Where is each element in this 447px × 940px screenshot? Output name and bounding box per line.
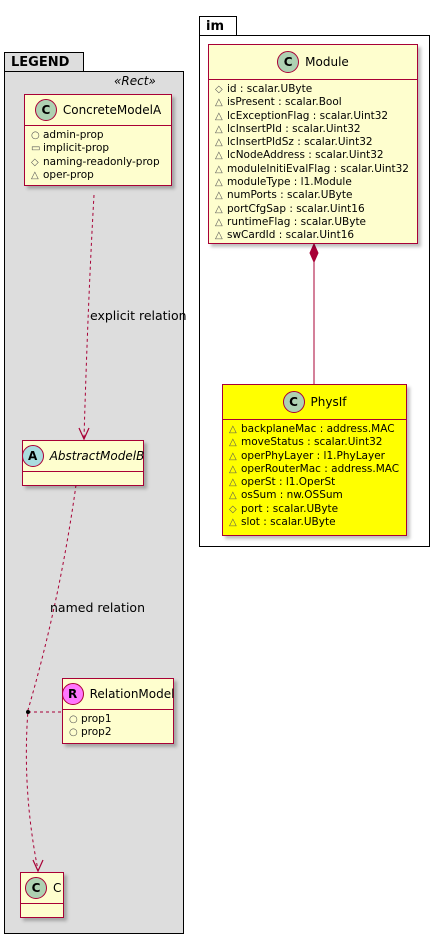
- protected-visibility-icon: ◇: [215, 84, 223, 95]
- legend-package: [4, 71, 184, 934]
- im-package-tab: im: [199, 16, 237, 36]
- class-header: C Module: [209, 45, 417, 80]
- attribute-row: △swCardId : scalar.Uint16: [215, 229, 355, 242]
- class-physif: C PhysIf △backplaneMac : address.MAC △mo…: [222, 384, 407, 536]
- class-c-badge-icon: C: [34, 99, 57, 121]
- attribute-row: ○admin-prop: [31, 129, 104, 141]
- private-visibility-icon: ▭: [31, 143, 41, 155]
- class-attributes: ◇id : scalar.UByte △isPresent : scalar.B…: [209, 80, 417, 246]
- class-abstract-model-b: A AbstractModelB: [21, 440, 145, 486]
- attribute-row: △runtimeFlag : scalar.UByte: [215, 215, 367, 228]
- class-relation-model: R RelationModel ○prop1 ○prop2: [61, 678, 175, 744]
- attribute-row: △isPresent : scalar.Bool: [215, 96, 342, 109]
- attribute-row: △slot : scalar.UByte: [229, 516, 336, 529]
- package-visibility-icon: △: [229, 477, 237, 489]
- class-empty-section: [21, 904, 63, 912]
- package-visibility-icon: △: [215, 203, 223, 215]
- protected-visibility-icon: ◇: [229, 503, 237, 515]
- attribute-row: ○prop1: [69, 713, 112, 725]
- attribute-row: △moduleType : l1.Module: [215, 176, 352, 189]
- attribute-row: △lcInsertPldSz : scalar.Uint32: [215, 136, 373, 149]
- class-module: C Module ◇id : scalar.UByte △isPresent :…: [208, 44, 418, 244]
- legend-package-tab: LEGEND: [4, 52, 84, 72]
- attribute-row: ◇naming-readonly-prop: [31, 155, 160, 168]
- public-visibility-icon: ○: [31, 130, 40, 141]
- attribute-row: △moduleInitiEvalFlag : scalar.Uint32: [215, 162, 409, 175]
- legend-package-title: LEGEND: [11, 55, 70, 70]
- package-visibility-icon: △: [215, 123, 223, 135]
- package-visibility-icon: △: [229, 450, 237, 462]
- named-relation-label: named relation: [50, 600, 145, 615]
- class-header: R RelationModel: [61, 679, 175, 710]
- class-attributes: ○admin-prop ▭implicit-prop ◇naming-reado…: [25, 126, 171, 185]
- attribute-row: △oper-prop: [31, 168, 94, 181]
- class-a-badge-icon: A: [21, 445, 44, 467]
- class-header: C C: [21, 873, 63, 904]
- package-visibility-icon: △: [229, 437, 237, 449]
- class-name: RelationModel: [89, 687, 175, 701]
- attribute-row: △numPorts : scalar.UByte: [215, 189, 353, 202]
- package-visibility-icon: △: [215, 150, 223, 162]
- package-visibility-icon: △: [215, 97, 223, 109]
- attribute-row: ▭implicit-prop: [31, 142, 110, 155]
- package-visibility-icon: △: [215, 190, 223, 202]
- attribute-row: ◇id : scalar.UByte: [215, 83, 313, 95]
- attribute-row: △operRouterMac : address.MAC: [229, 462, 400, 475]
- composition-diamond: [309, 242, 319, 264]
- package-visibility-icon: △: [215, 163, 223, 175]
- package-visibility-icon: △: [215, 110, 223, 122]
- class-header: C ConcreteModelA: [25, 95, 171, 126]
- attribute-row: △backplaneMac : address.MAC: [229, 423, 395, 435]
- class-header: A AbstractModelB: [21, 441, 145, 472]
- named-relation-line: [25, 484, 77, 871]
- attribute-row: △lcExceptionFlag : scalar.Uint32: [215, 109, 389, 122]
- protected-visibility-icon: ◇: [31, 156, 39, 168]
- class-c-badge-icon: C: [277, 51, 300, 73]
- relation-junction: [26, 710, 30, 714]
- attribute-row: ○prop2: [69, 726, 112, 739]
- class-attributes: ○prop1 ○prop2: [63, 710, 173, 743]
- explicit-relation-line: [83, 194, 95, 439]
- im-package-title: im: [206, 19, 225, 34]
- attribute-row: △lcInsertPId : scalar.Uint32: [215, 122, 361, 135]
- attribute-row: △lcNodeAddress : scalar.Uint32: [215, 149, 384, 162]
- package-visibility-icon: △: [229, 463, 237, 475]
- class-attributes: △backplaneMac : address.MAC △moveStatus …: [223, 420, 406, 532]
- attribute-row: △osSum : nw.OSSum: [229, 489, 343, 502]
- explicit-relation-arrowhead: [78, 427, 90, 441]
- class-empty-section: [23, 472, 143, 480]
- attribute-row: △moveStatus : scalar.Uint32: [229, 436, 383, 449]
- legend-stereotype: «Rect»: [114, 74, 156, 88]
- class-c-badge-icon: C: [282, 391, 305, 413]
- package-visibility-icon: △: [215, 137, 223, 149]
- public-visibility-icon: ○: [69, 714, 78, 725]
- class-header: C PhysIf: [223, 385, 406, 420]
- package-visibility-icon: △: [229, 517, 237, 529]
- class-name: Module: [305, 55, 349, 69]
- package-visibility-icon: △: [229, 424, 237, 435]
- class-name: ConcreteModelA: [62, 103, 162, 117]
- public-visibility-icon: ○: [69, 727, 78, 739]
- class-c: C C: [20, 872, 64, 918]
- package-visibility-icon: △: [229, 490, 237, 502]
- class-concrete-model-a: C ConcreteModelA ○admin-prop ▭implicit-p…: [24, 94, 172, 186]
- package-visibility-icon: △: [215, 177, 223, 189]
- package-visibility-icon: △: [215, 216, 223, 228]
- attribute-row: △operSt : l1.OperSt: [229, 476, 336, 489]
- attribute-row: △operPhyLayer : l1.PhyLayer: [229, 449, 385, 462]
- attribute-row: ◇port : scalar.UByte: [229, 502, 339, 515]
- named-relation-arrowhead: [32, 859, 44, 873]
- class-name: AbstractModelB: [49, 449, 145, 463]
- explicit-relation-label: explicit relation: [90, 308, 187, 323]
- class-name: PhysIf: [310, 395, 347, 409]
- package-visibility-icon: △: [215, 230, 223, 242]
- class-c-badge-icon: C: [25, 877, 47, 899]
- class-r-badge-icon: R: [61, 683, 84, 705]
- package-visibility-icon: △: [31, 169, 39, 181]
- class-name: C: [53, 881, 62, 895]
- attribute-row: △portCfgSap : scalar.Uint16: [215, 202, 365, 215]
